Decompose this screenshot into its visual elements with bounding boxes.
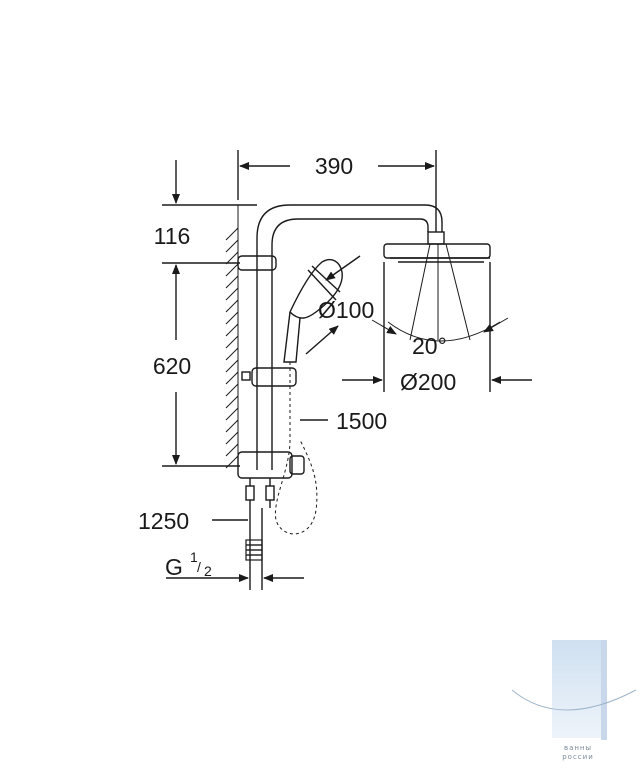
label-620: 620 <box>153 353 191 379</box>
shower-riser <box>256 204 443 470</box>
watermark-line2: россии <box>562 753 594 761</box>
spray-cone <box>409 243 471 341</box>
label-hose-length: 1500 <box>336 408 387 434</box>
supply-pipe <box>245 508 263 590</box>
thermostat-mixer <box>237 451 305 508</box>
slider-bracket <box>241 367 297 387</box>
wall-hatching <box>225 205 239 470</box>
label-thread-prefix: G <box>165 554 183 580</box>
dim-116 <box>162 160 257 264</box>
label-supply-length: 1250 <box>138 508 189 534</box>
label-spray-angle: 20° <box>412 333 447 359</box>
label-116: 116 <box>154 223 191 249</box>
dim-head-diameter <box>342 262 532 392</box>
label-handshower-diameter: Ø100 <box>318 297 374 323</box>
label-head-diameter: Ø200 <box>400 369 456 395</box>
dim-width-390 <box>237 150 437 232</box>
label-390: 390 <box>315 153 353 179</box>
watermark-line1: ванны <box>564 744 592 752</box>
label-thread-slash: / <box>197 559 201 575</box>
dim-handshower-diameter <box>305 255 361 355</box>
label-thread-denominator: 2 <box>204 563 212 579</box>
label-thread-numerator: 1 <box>190 549 198 565</box>
watermark-logo: ванны россии <box>511 640 637 761</box>
dim-620 <box>162 264 240 467</box>
shower-hose <box>274 362 318 535</box>
head-shower <box>383 231 491 263</box>
